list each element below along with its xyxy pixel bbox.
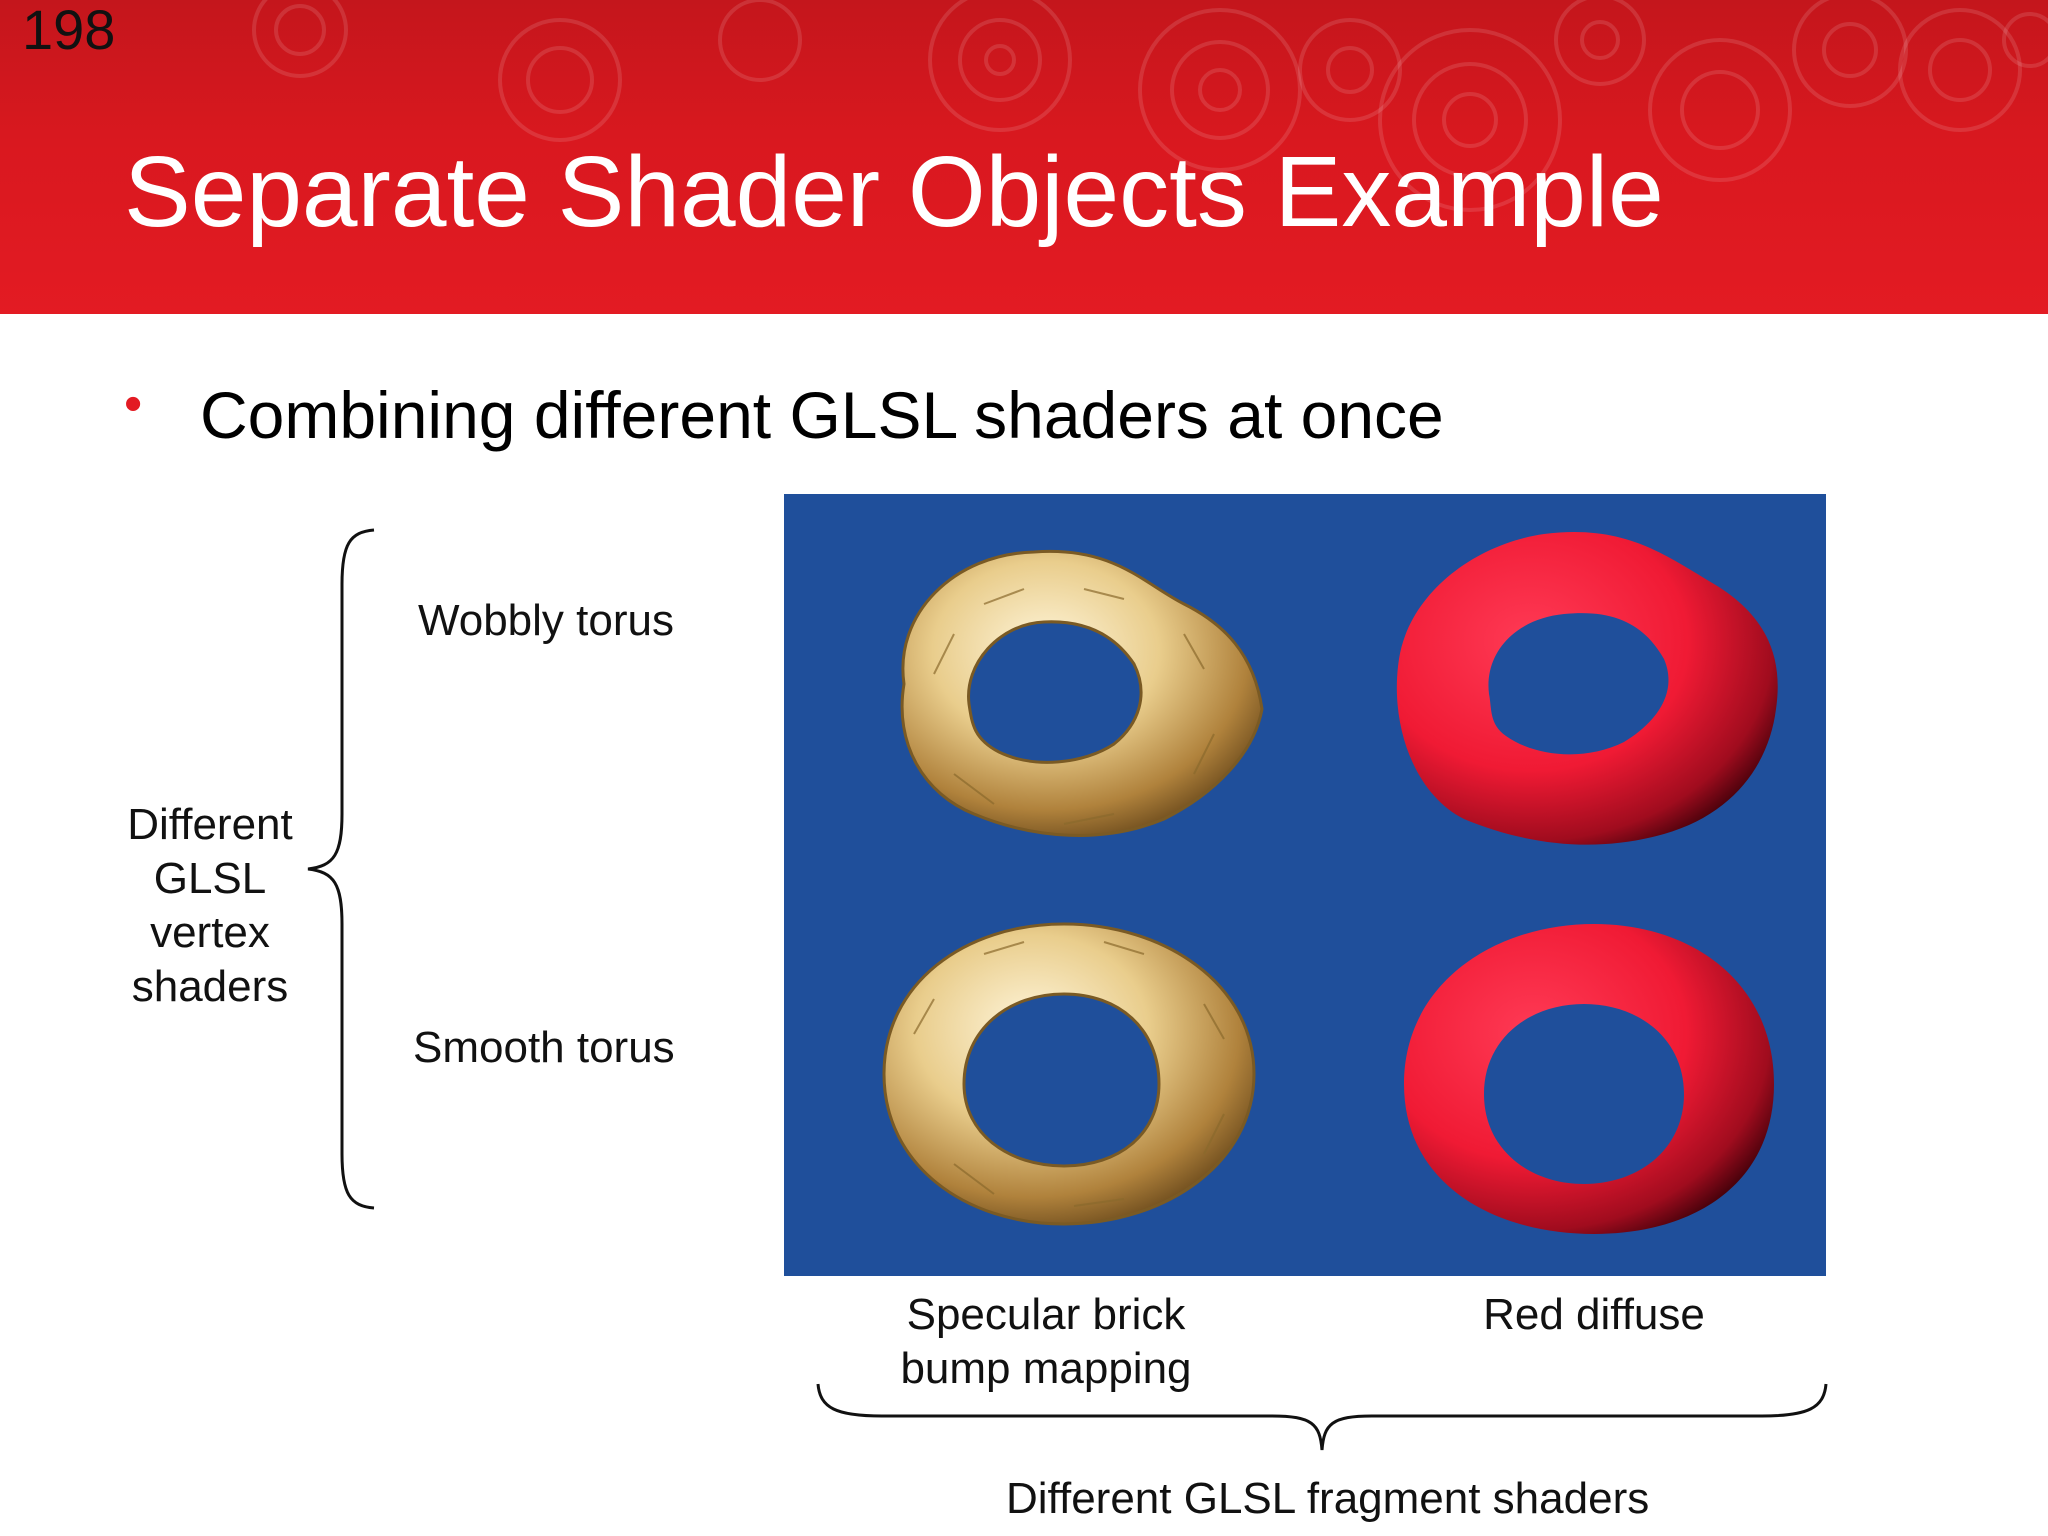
torus-renders — [882, 532, 1778, 1234]
wobbly-red-torus — [1396, 532, 1778, 845]
vertex-brace-icon — [307, 528, 375, 1210]
column-label-brick-line-1: Specular brick — [906, 1290, 1186, 1339]
column-label-red: Red diffuse — [1483, 1290, 1705, 1339]
header-circle-pattern — [252, 0, 2048, 212]
slide-number: 198 — [22, 0, 116, 61]
vertex-label-line-4: shaders — [131, 962, 289, 1011]
column-label-brick-line-2: bump mapping — [900, 1344, 1192, 1393]
wobbly-brick-torus — [900, 549, 1264, 837]
column-label-brick: Specular brick bump mapping — [846, 1288, 1246, 1396]
shader-render-figure — [784, 494, 1826, 1276]
bullet-text: Combining different GLSL shaders at once — [200, 378, 1444, 452]
smooth-red-torus — [1404, 924, 1774, 1234]
smooth-brick-torus — [882, 922, 1256, 1226]
row-label-wobbly: Wobbly torus — [418, 596, 674, 645]
vertex-shaders-label: Different GLSL vertex shaders — [108, 798, 312, 1014]
bullet-dot-icon: • — [124, 375, 143, 433]
vertex-label-line-3: vertex — [150, 908, 270, 957]
vertex-label-line-2: GLSL — [153, 854, 267, 903]
fragment-brace-icon — [816, 1383, 1828, 1451]
header-band — [0, 0, 2048, 314]
fragment-shaders-label: Different GLSL fragment shaders — [1006, 1474, 1650, 1523]
vertex-label-line-1: Different — [127, 800, 293, 849]
slide-title: Separate Shader Objects Example — [124, 136, 1664, 248]
row-label-smooth: Smooth torus — [413, 1023, 675, 1072]
